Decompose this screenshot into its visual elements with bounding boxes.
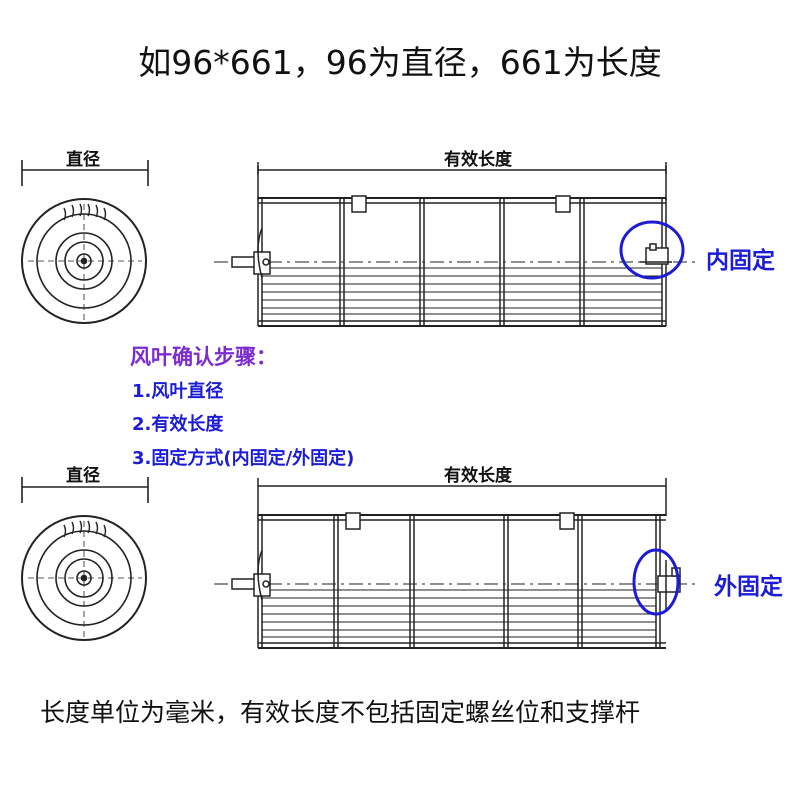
outer-fixing-highlight bbox=[632, 548, 680, 616]
footer-note: 长度单位为毫米，有效长度不包括固定螺丝位和支撑杆 bbox=[40, 698, 641, 727]
inner-fixing-label: 内固定 bbox=[706, 248, 775, 274]
step-3: 3.固定方式(内固定/外固定) bbox=[132, 448, 355, 469]
step-2: 2.有效长度 bbox=[132, 414, 224, 435]
step-1: 1.风叶直径 bbox=[132, 381, 224, 402]
bottom-end-view bbox=[21, 477, 149, 641]
steps-heading: 风叶确认步骤： bbox=[130, 345, 277, 369]
top-end-view bbox=[21, 160, 149, 324]
inner-fixing-highlight bbox=[619, 220, 685, 280]
bottom-side-view bbox=[214, 478, 700, 649]
outer-fixing-label: 外固定 bbox=[714, 574, 783, 600]
top-effective-length-label: 有效长度 bbox=[444, 150, 512, 170]
top-diameter-label: 直径 bbox=[66, 150, 100, 170]
bottom-diameter-label: 直径 bbox=[66, 466, 100, 486]
top-side-view bbox=[214, 162, 700, 327]
page-title: 如96*661，96为直径，661为长度 bbox=[138, 43, 662, 82]
bottom-effective-length-label: 有效长度 bbox=[444, 466, 512, 486]
